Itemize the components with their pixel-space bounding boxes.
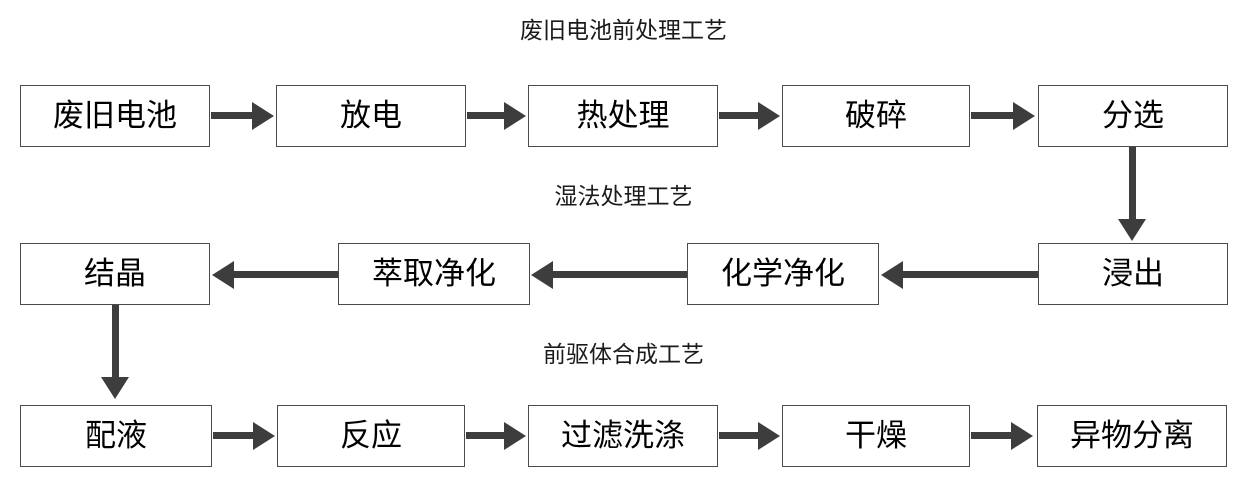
section-title-precursor: 前驱体合成工艺	[543, 342, 704, 368]
arrowhead-sorting-to-leaching	[1118, 219, 1146, 241]
section-title-hydrometallurgy: 湿法处理工艺	[554, 184, 693, 210]
node-filtration-washing[interactable]: 过滤洗涤	[528, 405, 718, 467]
arrow-drying-to-foreign-matter-separation	[971, 432, 1013, 439]
arrowhead-filtration-to-drying	[758, 422, 780, 450]
arrowhead-solution-prep-to-reaction	[253, 422, 275, 450]
arrowhead-crushing-to-sorting	[1013, 102, 1035, 130]
arrowhead-reaction-to-filtration	[504, 422, 526, 450]
arrow-reaction-to-filtration	[466, 432, 506, 439]
arrowhead-waste-battery-to-discharge	[252, 102, 274, 130]
arrow-solution-prep-to-reaction	[213, 432, 255, 439]
node-extraction-purification[interactable]: 萃取净化	[338, 243, 530, 305]
node-foreign-matter-separation[interactable]: 异物分离	[1037, 405, 1227, 467]
node-drying[interactable]: 干燥	[782, 405, 970, 467]
node-chemical-purification[interactable]: 化学净化	[687, 243, 879, 305]
arrow-discharge-to-heat-treatment	[467, 112, 506, 119]
arrow-heat-treatment-to-crushing	[719, 112, 760, 119]
arrow-waste-battery-to-discharge	[211, 112, 254, 119]
arrow-sorting-to-leaching	[1129, 147, 1136, 223]
node-reaction[interactable]: 反应	[277, 405, 465, 467]
arrow-extraction-to-crystallization	[234, 271, 338, 278]
arrowhead-discharge-to-heat-treatment	[504, 102, 526, 130]
arrow-crushing-to-sorting	[971, 112, 1014, 119]
node-leaching[interactable]: 浸出	[1038, 243, 1228, 305]
arrowhead-crystallization-to-solution-prep	[101, 377, 129, 399]
arrow-crystallization-to-solution-prep	[112, 305, 119, 381]
arrowhead-extraction-to-crystallization	[212, 261, 234, 289]
arrow-leaching-to-chemical	[903, 271, 1038, 278]
arrowhead-heat-treatment-to-crushing	[758, 102, 780, 130]
arrowhead-chemical-to-extraction	[531, 261, 553, 289]
node-sorting[interactable]: 分选	[1038, 85, 1228, 147]
node-waste-battery[interactable]: 废旧电池	[20, 85, 210, 147]
arrow-filtration-to-drying	[719, 432, 760, 439]
node-solution-preparation[interactable]: 配液	[20, 405, 212, 467]
node-crystallization[interactable]: 结晶	[20, 243, 210, 305]
node-discharge[interactable]: 放电	[276, 85, 466, 147]
node-heat-treatment[interactable]: 热处理	[528, 85, 718, 147]
arrowhead-drying-to-foreign-matter-separation	[1011, 422, 1033, 450]
arrowhead-leaching-to-chemical	[881, 261, 903, 289]
arrow-chemical-to-extraction	[553, 271, 687, 278]
section-title-pretreatment: 废旧电池前处理工艺	[520, 18, 727, 44]
node-crushing[interactable]: 破碎	[782, 85, 970, 147]
